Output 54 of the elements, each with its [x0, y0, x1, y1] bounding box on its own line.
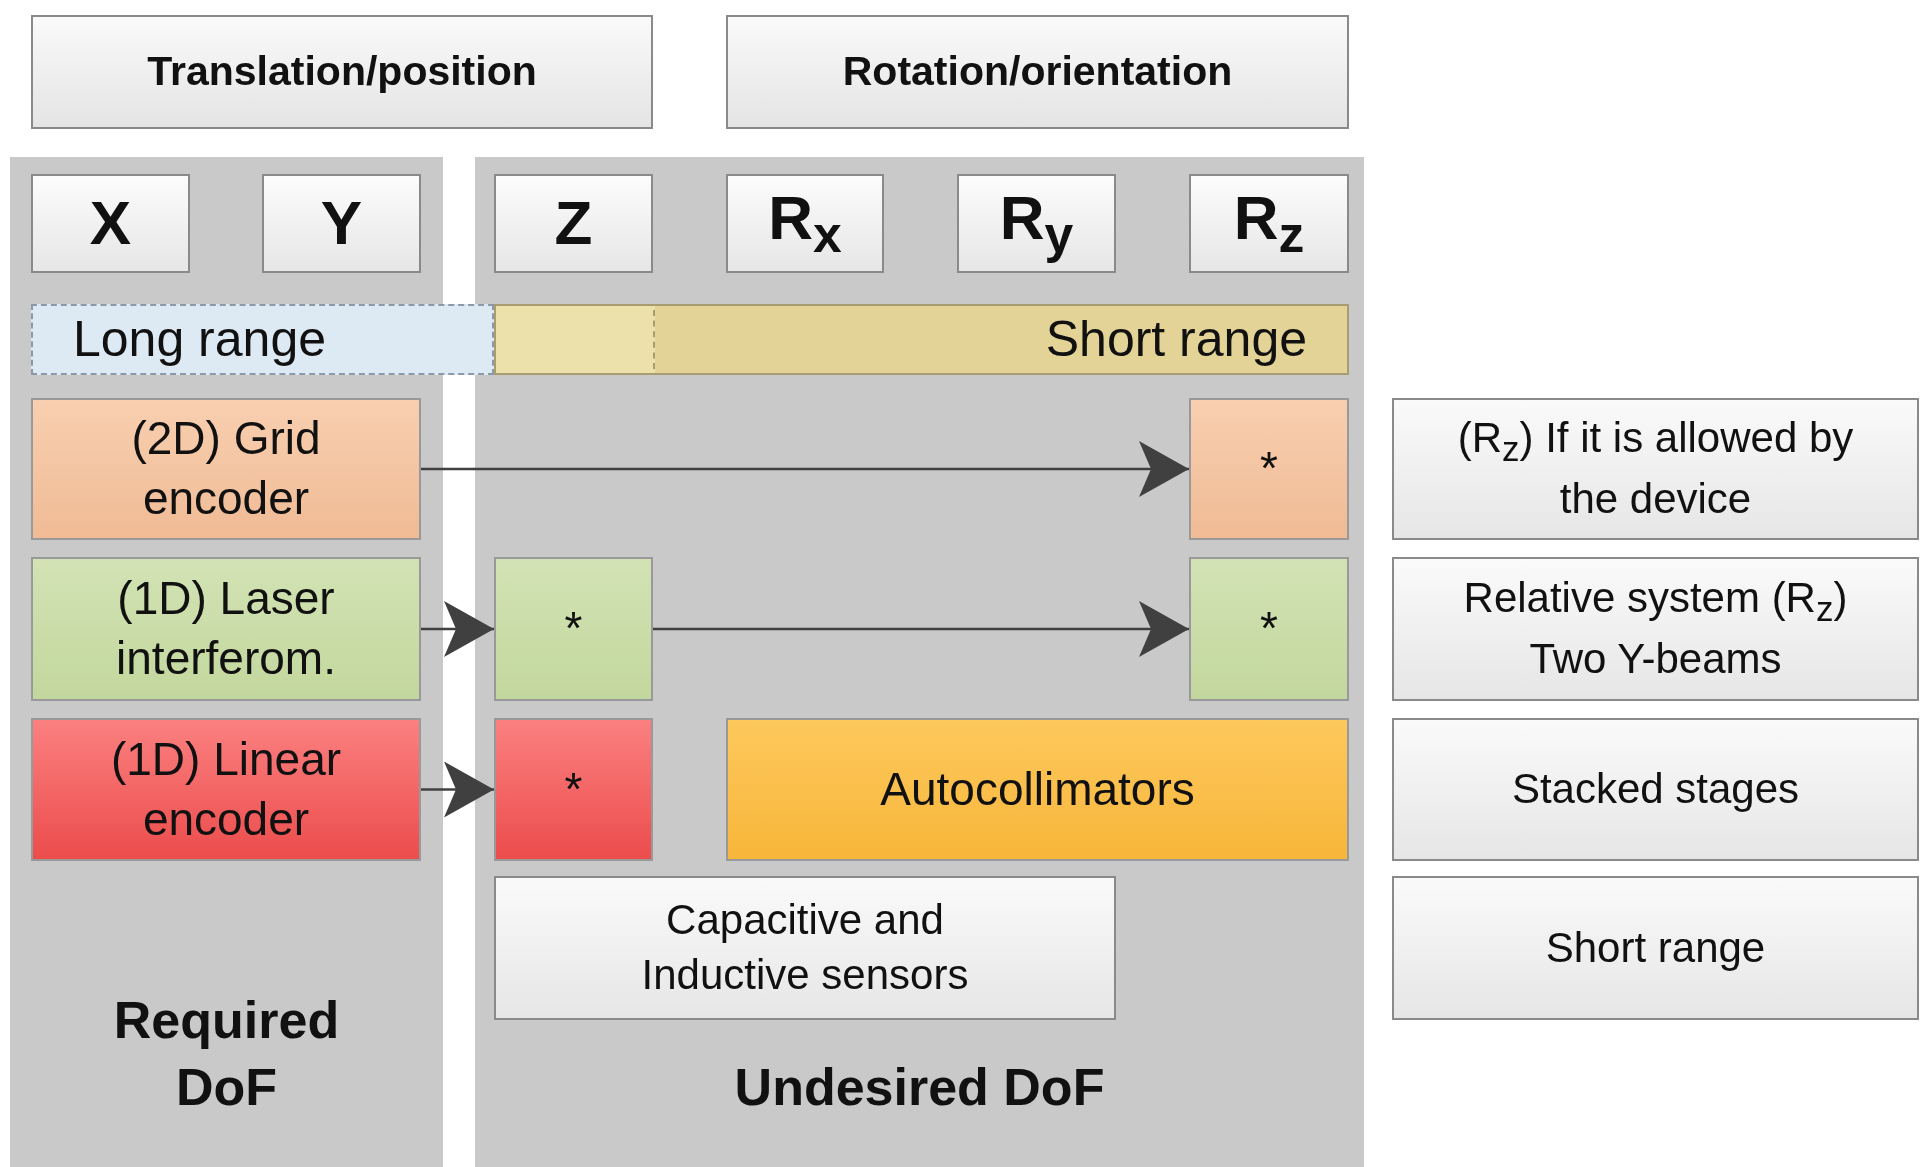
- box-label: R$_{y}$: [999, 182, 1074, 266]
- note-box: [1392, 718, 1919, 861]
- range-band: [31, 304, 494, 375]
- box-label: Autocollimators: [880, 761, 1195, 817]
- box-label: (1D) Linear encoder: [109, 731, 343, 847]
- box-label: Short range: [1045, 310, 1307, 369]
- axis-box: [31, 174, 190, 273]
- sensor-box: [726, 718, 1349, 861]
- axis-box: [957, 174, 1116, 273]
- axis-box: [262, 174, 421, 273]
- sensor-box: [31, 398, 421, 540]
- box-label: Capacitive and Inductive sensors: [640, 895, 970, 1000]
- box-label: *: [564, 601, 583, 657]
- axis-box: [1189, 174, 1349, 273]
- sensor-box: [494, 557, 653, 701]
- panel: [10, 157, 443, 1167]
- box-label: *: [1260, 601, 1278, 657]
- panel-title: Required DoF: [112, 989, 341, 1119]
- box-label: Short range: [1545, 922, 1766, 973]
- box-label: Z: [554, 187, 593, 260]
- box-label: (2D) Grid encoder: [130, 411, 322, 526]
- note-box: [1392, 398, 1919, 540]
- header-box: [726, 15, 1349, 129]
- box-label: Translation/position: [147, 47, 537, 97]
- box-label: R$_{z}$: [1233, 182, 1305, 266]
- header-box: [31, 15, 653, 129]
- range-band: [494, 304, 1349, 375]
- note-box: [1392, 876, 1919, 1020]
- box-label: Stacked stages: [1511, 764, 1800, 815]
- note-box: [494, 876, 1116, 1020]
- arrow: [421, 441, 1189, 497]
- box-label: Rotation/orientation: [842, 47, 1233, 97]
- panel: [475, 157, 1364, 1167]
- arrow: [653, 601, 1189, 657]
- sensor-box: [31, 557, 421, 701]
- note-box: [1392, 557, 1919, 701]
- sensor-box: [31, 718, 421, 861]
- box-label: Y: [320, 187, 363, 260]
- sensor-box: [494, 718, 653, 861]
- sensor-box: [1189, 557, 1349, 701]
- arrow: [421, 601, 494, 657]
- axis-box: [726, 174, 884, 273]
- box-label: *: [1260, 441, 1278, 497]
- panel-title: Undesired DoF: [734, 1057, 1105, 1119]
- axis-box: [494, 174, 653, 273]
- box-label: X: [89, 187, 132, 260]
- box-label: (R$_{z}$) If it is allowed by the device: [1456, 413, 1855, 525]
- box-label: Relative system (R$_{z}$) Two Y-beams: [1462, 573, 1849, 685]
- box-label: (1D) Laser interferom.: [115, 571, 337, 686]
- sensor-box: [1189, 398, 1349, 540]
- box-label: R$_{x}$: [768, 182, 842, 266]
- box-label: Long range: [73, 310, 326, 369]
- arrow: [421, 761, 494, 818]
- box-label: *: [564, 761, 583, 817]
